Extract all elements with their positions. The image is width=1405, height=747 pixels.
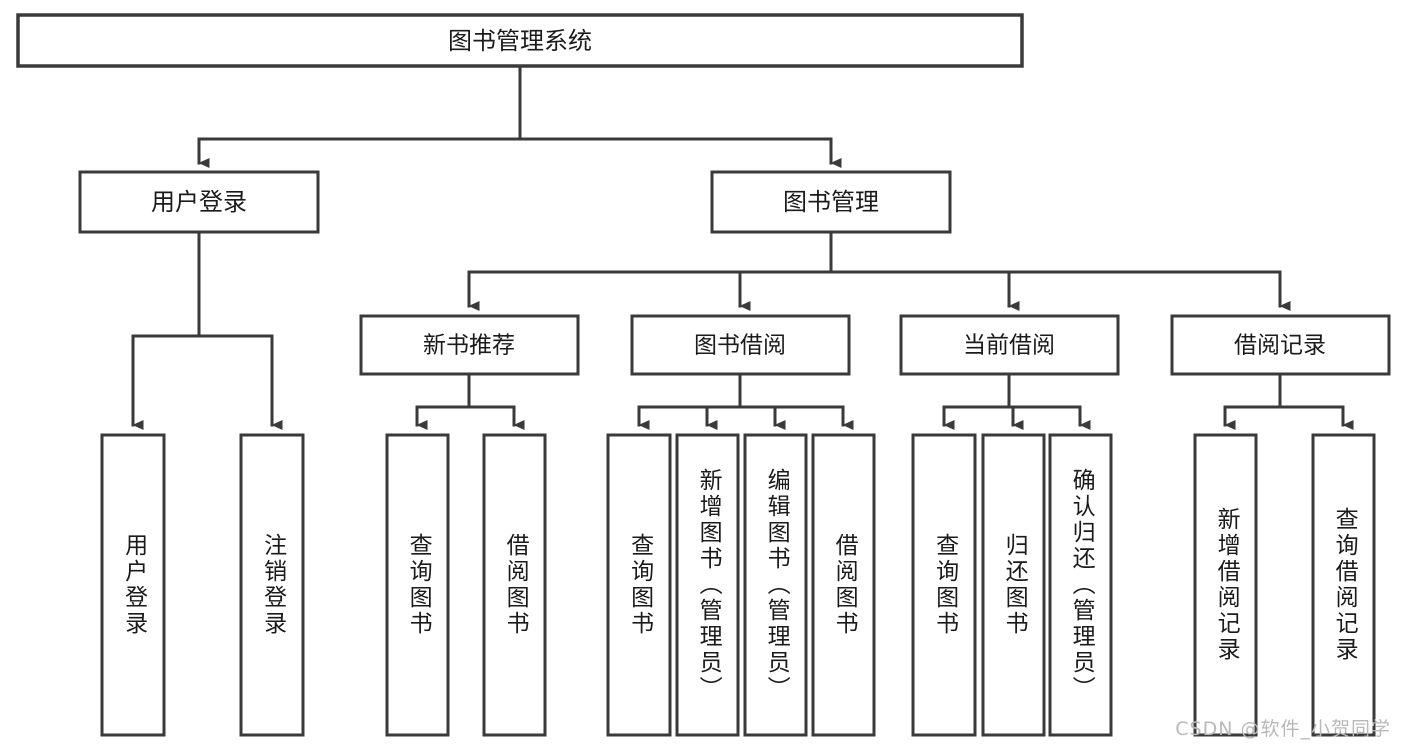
- leaf-box-bb-borrow-book[interactable]: [811, 433, 876, 737]
- leaf-box-logout[interactable]: [239, 433, 305, 737]
- borrow-record-label: 借阅记录: [1234, 333, 1326, 359]
- book-manage-label: 图书管理: [783, 188, 879, 216]
- edges-new-book-recommend-to-leaves: [415, 372, 525, 430]
- node-root[interactable]: 图书管理系统: [16, 13, 1024, 68]
- book-borrow-label: 图书借阅: [694, 333, 786, 359]
- edges-book-manage-to-level3: [467, 230, 1291, 311]
- edges-current-borrow-to-leaves: [942, 372, 1091, 430]
- borrow-record-box[interactable]: [1170, 314, 1391, 376]
- current-borrow-label: 当前借阅: [963, 333, 1055, 359]
- edges-user-login-to-leaves: [131, 230, 283, 430]
- node-new-book-recommend[interactable]: 新书推荐: [359, 314, 580, 376]
- leaf-box-nbr-borrow-book[interactable]: [482, 433, 547, 737]
- node-current-borrow[interactable]: 当前借阅: [899, 314, 1120, 376]
- leaf-box-bb-edit-book[interactable]: [743, 433, 808, 737]
- leaf-box-br-add-record[interactable]: [1193, 433, 1258, 737]
- book-borrow-box[interactable]: [630, 314, 851, 376]
- user-login-box[interactable]: [78, 170, 320, 234]
- root-label: 图书管理系统: [448, 27, 592, 55]
- new-book-recommend-label: 新书推荐: [423, 333, 515, 359]
- edges-book-borrow-to-leaves: [637, 372, 854, 430]
- book-manage-box[interactable]: [710, 170, 952, 234]
- edges-root-to-level2: [197, 64, 842, 168]
- node-book-borrow[interactable]: 图书借阅: [630, 314, 851, 376]
- leaf-box-bb-query-book[interactable]: [606, 433, 672, 737]
- node-borrow-record[interactable]: 借阅记录: [1170, 314, 1391, 376]
- leaf-box-br-query-record[interactable]: [1311, 433, 1376, 737]
- edges-borrow-record-to-leaves: [1223, 372, 1354, 430]
- leaf-boxes: [100, 433, 1376, 737]
- new-book-recommend-box[interactable]: [359, 314, 580, 376]
- leaf-box-nbr-query-book[interactable]: [385, 433, 450, 737]
- node-user-login[interactable]: 用户登录: [78, 170, 320, 234]
- node-book-manage[interactable]: 图书管理: [710, 170, 952, 234]
- current-borrow-box[interactable]: [899, 314, 1120, 376]
- user-login-label: 用户登录: [151, 188, 247, 216]
- leaf-box-user-login[interactable]: [100, 433, 166, 737]
- leaf-box-bb-add-book[interactable]: [675, 433, 740, 737]
- watermark-text: CSDN @软件_小贺同学: [1175, 718, 1391, 740]
- root-box[interactable]: [16, 13, 1024, 68]
- leaf-box-cb-confirm-return[interactable]: [1048, 433, 1113, 737]
- leaf-box-cb-query-book[interactable]: [911, 433, 977, 737]
- leaf-box-cb-return-book[interactable]: [981, 433, 1046, 737]
